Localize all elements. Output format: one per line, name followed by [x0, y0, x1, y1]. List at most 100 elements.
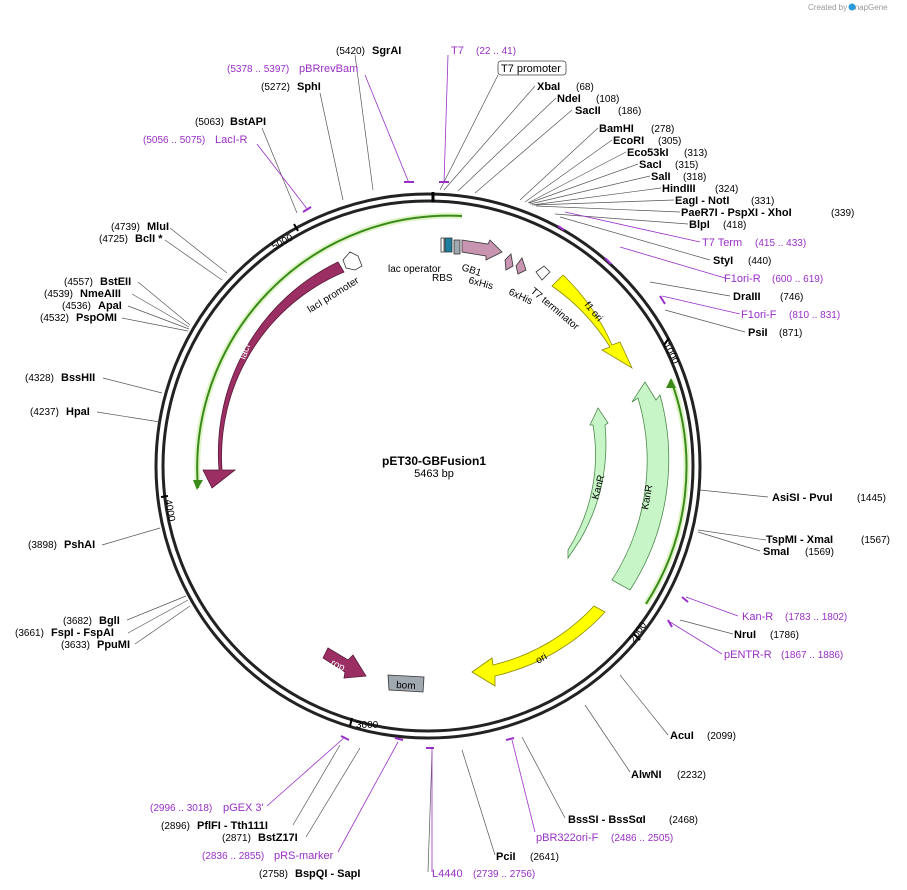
- svg-text:HindIII: HindIII: [662, 183, 696, 195]
- enzyme-pshai[interactable]: (3898) PshAI: [28, 539, 95, 551]
- primer-t7[interactable]: T7 (22 .. 41): [451, 45, 516, 57]
- enzyme-bgli[interactable]: (3682) BglI: [63, 615, 120, 627]
- primer-pgex3[interactable]: (2996 .. 3018) pGEX 3': [150, 802, 264, 814]
- svg-text:(600 .. 619): (600 .. 619): [772, 274, 823, 285]
- svg-text:(4536): (4536): [62, 301, 91, 312]
- enzyme-tspmi-xmai[interactable]: TspMI - XmaI (1567): [766, 534, 890, 546]
- enzyme-blpi[interactable]: BlpI (418): [689, 219, 746, 231]
- enzyme-pspomi[interactable]: (4532) PspOMI: [40, 312, 117, 324]
- svg-text:(68): (68): [576, 82, 594, 93]
- primer-t7-term[interactable]: T7 Term (415 .. 433): [702, 237, 806, 249]
- enzyme-sphi[interactable]: (5272) SphI: [261, 81, 321, 93]
- enzyme-bsteii[interactable]: (4557) BstEII: [64, 276, 131, 288]
- primer-prs-marker[interactable]: (2836 .. 2855) pRS-marker: [202, 850, 334, 862]
- enzyme-styi[interactable]: StyI (440): [713, 255, 771, 267]
- enzyme-eco53ki[interactable]: Eco53kI (313): [627, 147, 707, 159]
- primer-l4440[interactable]: L4440 (2739 .. 2756): [432, 868, 535, 880]
- enzyme-bspqi-sapi[interactable]: (2758) BspQI - SapI: [259, 868, 360, 880]
- bom-feature[interactable]: [387, 674, 425, 693]
- svg-text:(4725): (4725): [99, 234, 128, 245]
- enzyme-sgrai[interactable]: (5420) SgrAI: [336, 45, 401, 57]
- svg-text:BstEII: BstEII: [100, 276, 131, 288]
- f1-ori-feature[interactable]: [551, 274, 633, 370]
- enzyme-mlui[interactable]: (4739) MluI: [111, 221, 169, 233]
- enzyme-nrui[interactable]: NruI (1786): [734, 629, 799, 641]
- svg-text:BssSI - BssSαI: BssSI - BssSαI: [568, 814, 646, 826]
- enzyme-ndei[interactable]: NdeI (108): [557, 93, 619, 105]
- svg-text:(5378 .. 5397): (5378 .. 5397): [227, 64, 289, 75]
- enzyme-acui[interactable]: AcuI (2099): [670, 730, 736, 742]
- enzyme-ppumi[interactable]: (3633) PpuMI: [61, 639, 130, 651]
- backbone-outer: [154, 192, 702, 740]
- enzyme-saci[interactable]: SacI (315): [639, 159, 698, 171]
- enzyme-paer7i-pspxi-xhoi[interactable]: PaeR7I - PspXI - XhoI (339): [681, 207, 854, 219]
- svg-text:MluI: MluI: [147, 221, 169, 233]
- rop-feature[interactable]: [322, 647, 367, 679]
- enzyme-nmeaiii[interactable]: (4539) NmeAIII: [44, 288, 121, 300]
- primer-kan-r[interactable]: Kan-R (1783 .. 1802): [742, 611, 847, 623]
- primer-pbrrevbam[interactable]: (5378 .. 5397) pBRrevBam: [227, 63, 358, 75]
- his2-feature[interactable]: [515, 257, 527, 275]
- gb1-box-feature[interactable]: [453, 239, 461, 255]
- enzyme-bstapi[interactable]: (5063) BstAPI: [195, 116, 266, 128]
- t7-promoter-box[interactable]: [497, 60, 567, 76]
- svg-text:BamHI: BamHI: [599, 123, 634, 135]
- gb1-feature[interactable]: [461, 239, 503, 261]
- svg-text:T7: T7: [451, 45, 464, 57]
- enzyme-pflfi-tth111i[interactable]: (2896) PflFI - Tth111I: [161, 820, 268, 832]
- primer-f1ori-f[interactable]: F1ori-F (810 .. 831): [741, 309, 840, 321]
- enzyme-xbai[interactable]: XbaI (68): [537, 81, 594, 93]
- svg-text:NruI: NruI: [734, 629, 756, 641]
- enzyme-bsshii[interactable]: (4328) BssHII: [25, 372, 95, 384]
- enzyme-eagi-noti[interactable]: EagI - NotI (331): [675, 195, 774, 207]
- rbs-feature[interactable]: [444, 237, 453, 253]
- enzyme-bsssi-bsssai[interactable]: BssSI - BssSαI (2468): [568, 814, 698, 826]
- enzyme-alwni[interactable]: AlwNI (2232): [631, 769, 706, 781]
- svg-text:(5056 .. 5075): (5056 .. 5075): [143, 135, 205, 146]
- enzyme-bamhi[interactable]: BamHI (278): [599, 123, 674, 135]
- enzyme-bstz17i[interactable]: (2871) BstZ17I: [222, 832, 298, 844]
- enzyme-sacii[interactable]: SacII (186): [575, 105, 641, 117]
- enzyme-fspi-fspai[interactable]: (3661) FspI - FspAI: [15, 627, 114, 639]
- enzyme-hpai[interactable]: (4237) HpaI: [30, 406, 90, 418]
- svg-text:NmeAIII: NmeAIII: [80, 288, 121, 300]
- svg-text:(278): (278): [651, 124, 674, 135]
- lac-operator-label: lac operator: [388, 264, 441, 275]
- enzyme-sali[interactable]: SalI (318): [651, 171, 706, 183]
- primer-laci-r[interactable]: (5056 .. 5075) LacI-R: [143, 134, 247, 146]
- svg-text:(1783 .. 1802): (1783 .. 1802): [785, 612, 847, 623]
- lacI-promoter-feature[interactable]: [342, 251, 363, 271]
- svg-text:StyI: StyI: [713, 255, 733, 267]
- primer-pbr322ori-f[interactable]: pBR322ori-F (2486 .. 2505): [536, 832, 673, 844]
- enzyme-bcli[interactable]: (4725) BclI *: [99, 233, 163, 245]
- svg-text:(1445): (1445): [857, 493, 886, 504]
- svg-text:BglI: BglI: [99, 615, 120, 627]
- svg-text:PshAI: PshAI: [64, 539, 95, 551]
- enzyme-pcii[interactable]: PciI (2641): [496, 851, 559, 863]
- svg-text:(440): (440): [748, 256, 771, 267]
- enzyme-draiii[interactable]: DraIII (746): [733, 291, 803, 303]
- lac-operator-feature[interactable]: [440, 237, 445, 253]
- enzyme-apai[interactable]: (4536) ApaI: [62, 300, 122, 312]
- primer-pentr-r[interactable]: pENTR-R (1867 .. 1886): [724, 649, 843, 661]
- enzyme-psii[interactable]: PsiI (871): [748, 327, 802, 339]
- enzyme-hindiii[interactable]: HindIII (324): [662, 183, 738, 195]
- svg-text:(5272): (5272): [261, 82, 290, 93]
- enzyme-ecori[interactable]: EcoRI (305): [613, 135, 681, 147]
- enzyme-asisi-pvui[interactable]: AsiSI - PvuI (1445): [772, 492, 886, 504]
- orf-lacI: [196, 214, 463, 489]
- primer-f1ori-r[interactable]: F1ori-R (600 .. 619): [724, 273, 823, 285]
- svg-text:(5420): (5420): [336, 46, 365, 57]
- svg-text:XbaI: XbaI: [537, 81, 560, 93]
- ori-label: ori: [534, 652, 549, 667]
- svg-text:T7 Term: T7 Term: [702, 237, 742, 249]
- lacI-feature[interactable]: [202, 261, 345, 489]
- svg-text:(3633): (3633): [61, 640, 90, 651]
- his1-feature[interactable]: [504, 253, 514, 271]
- enzyme-smai[interactable]: SmaI (1569): [763, 546, 834, 558]
- svg-text:(318): (318): [683, 172, 706, 183]
- ori-feature[interactable]: [471, 605, 606, 687]
- kanR-outer-feature[interactable]: [611, 381, 670, 591]
- t7-terminator-feature[interactable]: [535, 265, 551, 281]
- kanR-inner-feature[interactable]: [567, 407, 609, 560]
